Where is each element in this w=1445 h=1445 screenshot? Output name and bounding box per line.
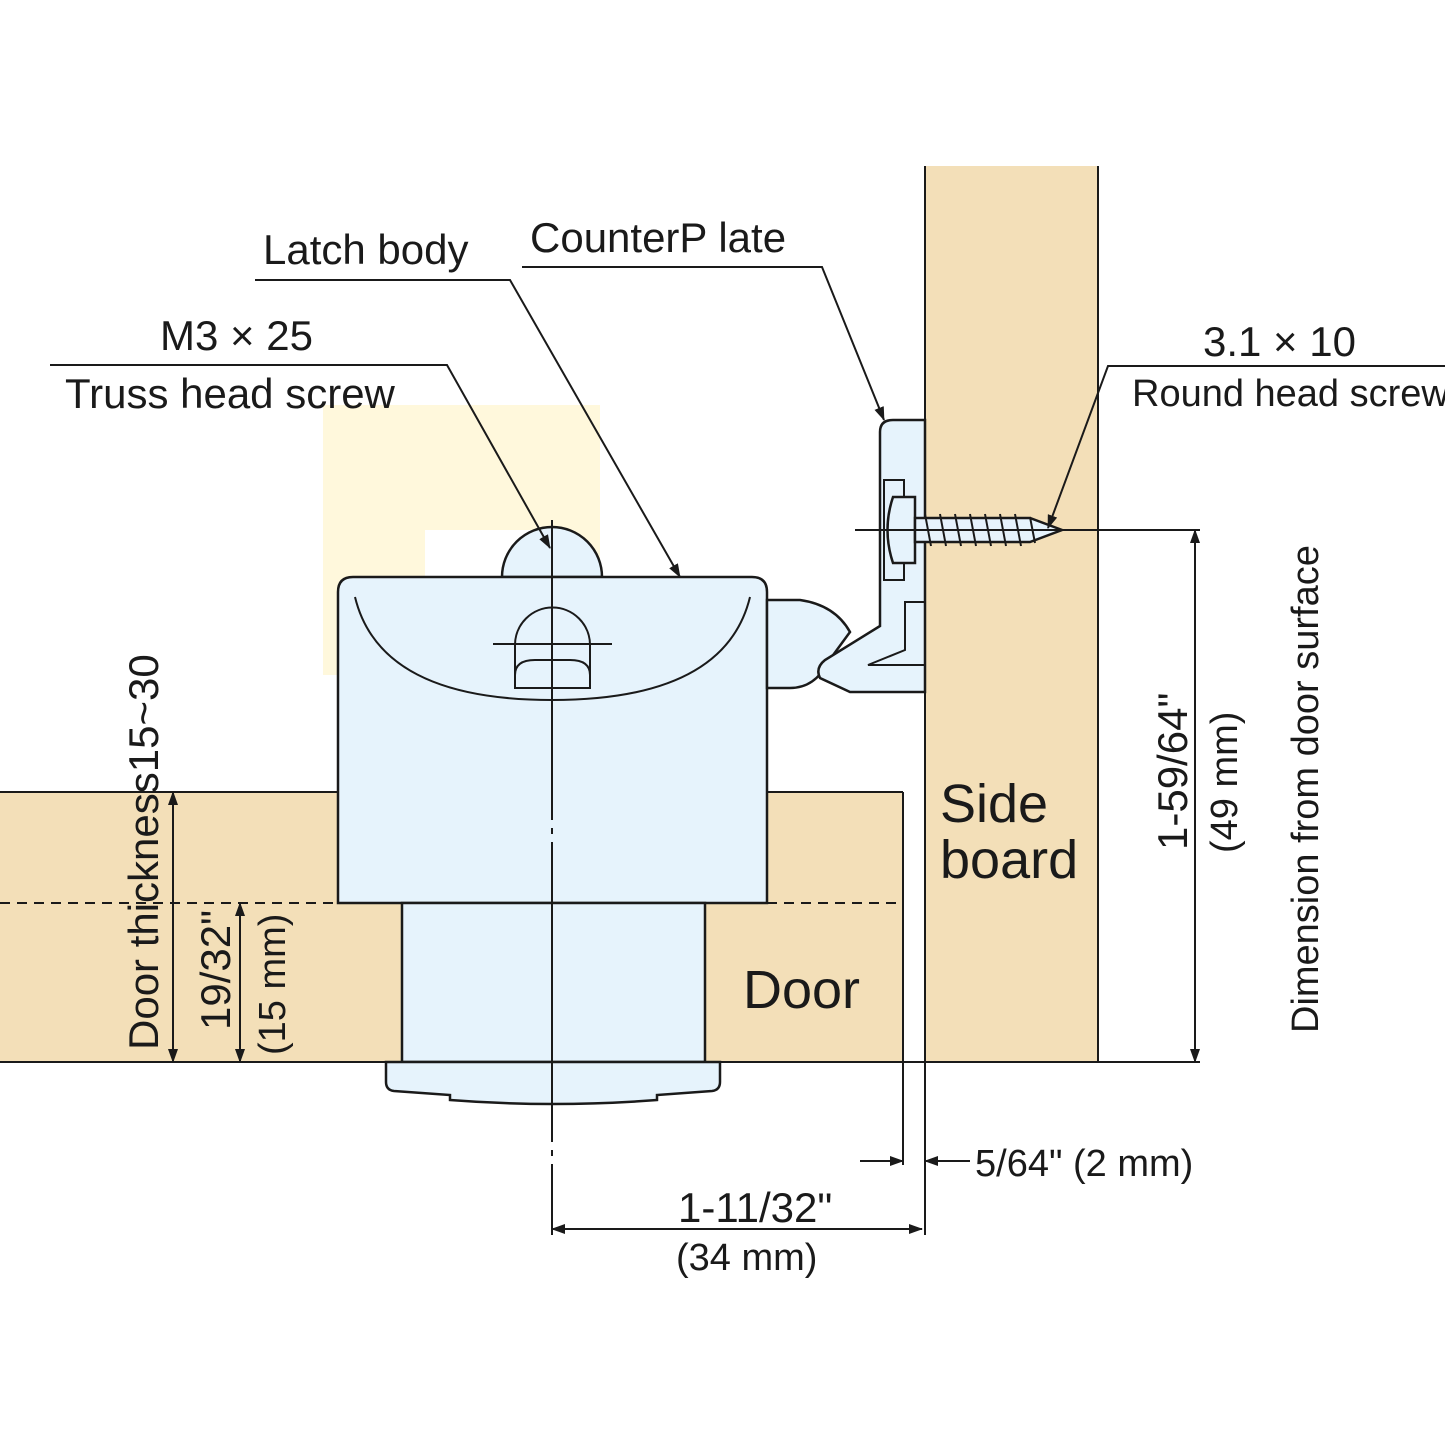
leader-lines — [50, 266, 1445, 578]
height-in-label: 1-59/64" — [1149, 693, 1196, 850]
round-screw-label: Round head screw — [1132, 373, 1445, 415]
counter-plate-label: CounterP late — [530, 214, 786, 261]
offset-mm-label: (34 mm) — [676, 1237, 817, 1279]
side-board-label-line2: board — [940, 830, 1078, 890]
depth-in-label: 19/32" — [192, 910, 239, 1030]
door-thickness-label: Door thickness15~30 — [120, 654, 167, 1050]
gap-label: 5/64" (2 mm) — [975, 1143, 1193, 1185]
dimension-lines — [168, 529, 1200, 1234]
latch-body-label: Latch body — [263, 226, 469, 273]
depth-mm-label: (15 mm) — [252, 914, 294, 1055]
side-board — [924, 166, 1099, 1235]
m3-size-label: M3 × 25 — [160, 312, 313, 359]
door-label: Door — [743, 960, 860, 1020]
dimension-note-label: Dimension from door surface — [1285, 545, 1327, 1033]
round-size-label: 3.1 × 10 — [1203, 318, 1356, 365]
truss-screw-label: Truss head screw — [65, 370, 396, 417]
side-board-label-line1: Side — [940, 774, 1048, 834]
height-mm-label: (49 mm) — [1204, 712, 1246, 853]
offset-in-label: 1-11/32" — [678, 1184, 832, 1231]
